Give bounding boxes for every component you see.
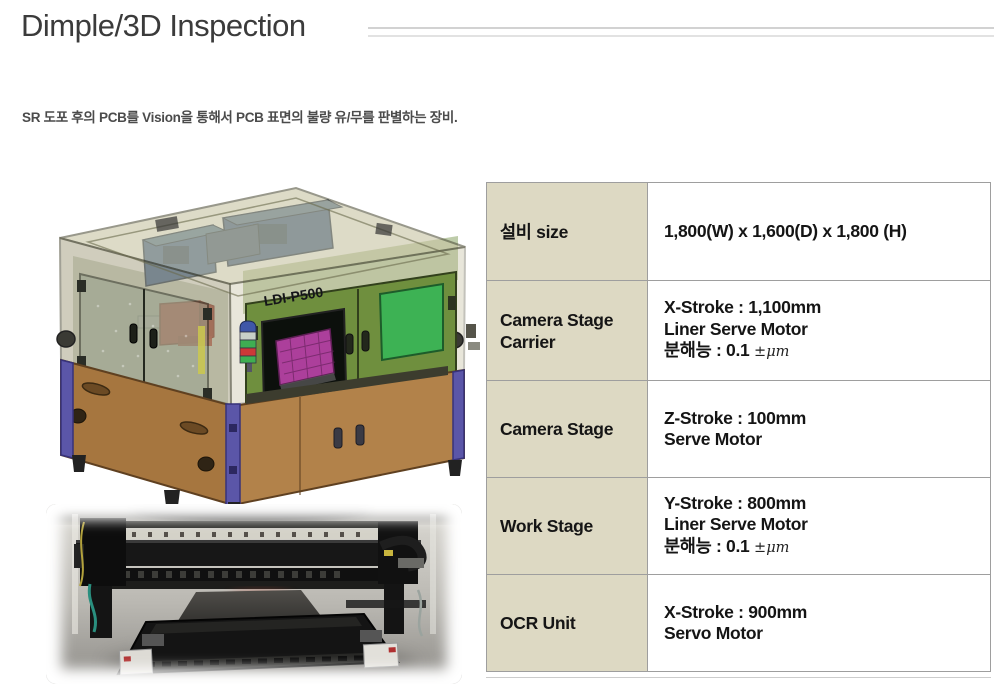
page-description: SR 도포 후의 PCB를 Vision을 통해서 PCB 표면의 불량 유/무… <box>22 110 458 125</box>
spec-value-line: 분해능 : 0.1 ±μm <box>664 340 790 361</box>
stage-bracket-left <box>118 648 154 676</box>
spec-table-body: 설비 size 1,800(W) x 1,600(D) x 1,800 (H) Ca… <box>486 182 991 672</box>
spec-label: OCR Unit <box>486 574 648 672</box>
spec-label: Camera Stage <box>486 380 648 478</box>
gantry-left-tower <box>74 518 126 638</box>
spec-value-line: Y-Stroke : 800mm <box>664 492 807 513</box>
page-title: Dimple/3D Inspection <box>21 8 306 43</box>
unit-suffix: ±μm <box>754 539 790 556</box>
work-stage <box>116 612 400 676</box>
machine-3d-render: LDI-P500 <box>28 176 484 508</box>
title-rule-top <box>368 27 994 29</box>
machine-photo-svg <box>46 504 462 684</box>
unit-suffix: ±μm <box>754 344 790 361</box>
stage-bracket-right <box>362 642 400 669</box>
spec-label: 설비 size <box>486 182 648 281</box>
spec-value-line: Liner Serve Motor <box>664 318 808 339</box>
spec-value-line: X-Stroke : 900mm <box>664 601 808 622</box>
spec-value-line: X-Stroke : 1,100mm <box>664 297 822 318</box>
machine-interior-photo <box>46 504 462 684</box>
tower-light <box>239 320 257 372</box>
spec-value: 1,800(W) x 1,600(D) x 1,800 (H) <box>647 182 991 281</box>
title-rule-bottom <box>368 35 994 37</box>
machine-3d-svg: LDI-P500 <box>56 186 480 508</box>
glass-speckles <box>96 302 195 388</box>
machine-feet <box>72 455 462 508</box>
base-cabinet <box>60 358 465 507</box>
spec-value-line: Servo Motor <box>664 623 763 643</box>
spec-value-line: 분해능 : 0.1 ±μm <box>664 535 790 556</box>
spec-row: 설비 size 1,800(W) x 1,600(D) x 1,800 (H) <box>486 182 991 281</box>
spec-table: 설비 size 1,800(W) x 1,600(D) x 1,800 (H) Ca… <box>486 182 991 672</box>
spec-value-line: 1,800(W) x 1,600(D) x 1,800 (H) <box>664 220 907 241</box>
gantry-right-tower <box>346 522 427 637</box>
spec-label: Work Stage <box>486 477 648 575</box>
spec-value-line: Z-Stroke : 100mm <box>664 407 807 428</box>
pcb-stage-magenta <box>275 328 336 392</box>
spec-value-line: Liner Serve Motor <box>664 514 808 535</box>
table-next-row-hint <box>486 677 991 678</box>
gantry-beam <box>76 521 421 589</box>
spec-value-line: Serve Motor <box>664 429 762 449</box>
spec-label: Camera Stage Carrier <box>486 280 648 381</box>
